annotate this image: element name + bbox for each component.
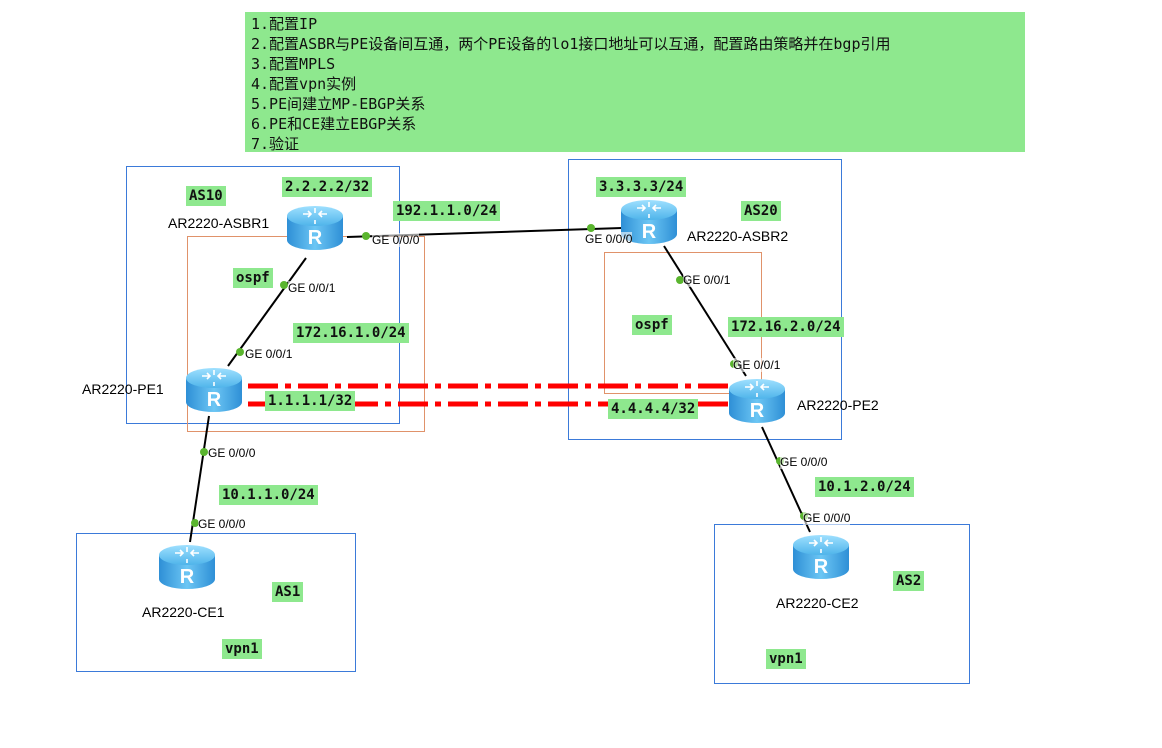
port-dot-asbr1-g000[interactable] bbox=[362, 232, 370, 240]
router-pe2-name: AR2220-PE2 bbox=[797, 397, 879, 413]
port-dot-asbr2-g000[interactable] bbox=[587, 224, 595, 232]
asbr2-loopback-label: 3.3.3.3/24 bbox=[596, 177, 687, 197]
port-dot-ce1-g000[interactable] bbox=[191, 519, 199, 527]
router-ce1-name: AR2220-CE1 bbox=[142, 604, 225, 620]
as20-area[interactable] bbox=[568, 159, 842, 440]
ce1-network-label: 10.1.1.0/24 bbox=[219, 485, 318, 505]
router-letter: R bbox=[308, 227, 323, 249]
port-label-pe2-g000: GE 0/0/0 bbox=[780, 455, 828, 469]
port-dot-asbr1-g001[interactable] bbox=[280, 281, 288, 289]
note-line-2: 2.配置ASBR与PE设备间互通，两个PE设备的lo1接口地址可以互通，配置路由… bbox=[251, 35, 891, 53]
port-dot-pe1-g001[interactable] bbox=[236, 348, 244, 356]
port-label-asbr2-g000: GE 0/0/0 bbox=[585, 232, 633, 246]
port-label-pe1-g001: GE 0/0/1 bbox=[245, 347, 293, 361]
net-right-label: 172.16.2.0/24 bbox=[728, 317, 844, 337]
router-ce2-name: AR2220-CE2 bbox=[776, 595, 859, 611]
port-dot-asbr2-g001[interactable] bbox=[676, 276, 684, 284]
note-line-4: 4.配置vpn实例 bbox=[251, 75, 357, 93]
note-line-7: 7.验证 bbox=[251, 135, 300, 153]
router-asbr2-name: AR2220-ASBR2 bbox=[687, 228, 789, 244]
vpn-left-label: vpn1 bbox=[222, 639, 262, 659]
router-ce2-icon[interactable]: R bbox=[791, 531, 851, 583]
port-label-ce2-g000: GE 0/0/0 bbox=[803, 511, 851, 525]
note-line-5: 5.PE间建立MP-EBGP关系 bbox=[251, 95, 426, 113]
router-asbr1-name: AR2220-ASBR1 bbox=[168, 215, 270, 231]
note-line-1: 1.配置IP bbox=[251, 15, 318, 33]
as20-label: AS20 bbox=[741, 201, 781, 221]
port-label-asbr1-g001: GE 0/0/1 bbox=[288, 281, 336, 295]
as1-area[interactable] bbox=[76, 533, 356, 672]
inter-as-network-label: 192.1.1.0/24 bbox=[393, 201, 501, 221]
port-label-asbr1-g000: GE 0/0/0 bbox=[372, 233, 420, 247]
router-letter: R bbox=[814, 556, 829, 578]
router-pe1-name: AR2220-PE1 bbox=[82, 381, 164, 397]
asbr1-loopback-label: 2.2.2.2/32 bbox=[282, 177, 373, 197]
port-dot-pe1-g000[interactable] bbox=[200, 448, 208, 456]
vpn-right-label: vpn1 bbox=[766, 649, 806, 669]
note-line-6: 6.PE和CE建立EBGP关系 bbox=[251, 115, 417, 133]
ce2-network-label: 10.1.2.0/24 bbox=[815, 477, 914, 497]
as1-label: AS1 bbox=[272, 582, 304, 602]
port-label-asbr2-g001: GE 0/0/1 bbox=[683, 273, 731, 287]
router-letter: R bbox=[180, 566, 195, 588]
net-left-label: 172.16.1.0/24 bbox=[293, 323, 409, 343]
router-ce1-icon[interactable]: R bbox=[157, 541, 217, 593]
router-letter: R bbox=[642, 221, 657, 243]
port-label-pe2-g001: GE 0/0/1 bbox=[733, 358, 781, 372]
pe2-loopback-label: 4.4.4.4/32 bbox=[608, 399, 699, 419]
port-label-ce1-g000: GE 0/0/0 bbox=[198, 517, 246, 531]
task-notes: 1.配置IP 2.配置ASBR与PE设备间互通，两个PE设备的lo1接口地址可以… bbox=[245, 12, 1025, 153]
as10-label: AS10 bbox=[186, 186, 226, 206]
pe1-loopback-label: 1.1.1.1/32 bbox=[265, 391, 356, 411]
port-label-pe1-g000: GE 0/0/0 bbox=[208, 446, 256, 460]
router-pe2-icon[interactable]: R bbox=[727, 375, 787, 427]
router-letter: R bbox=[750, 400, 765, 422]
link-asbr2-pe2[interactable] bbox=[663, 245, 747, 377]
ospf-left-label: ospf bbox=[233, 268, 273, 288]
router-asbr1-icon[interactable]: R bbox=[285, 202, 345, 254]
as2-label: AS2 bbox=[893, 571, 925, 591]
link-asbr1-pe1[interactable] bbox=[227, 257, 307, 367]
as10-area[interactable] bbox=[126, 166, 400, 424]
router-asbr2-icon[interactable]: R bbox=[619, 196, 679, 248]
ospf-right-label: ospf bbox=[632, 315, 672, 335]
note-line-3: 3.配置MPLS bbox=[251, 55, 336, 73]
router-letter: R bbox=[207, 389, 222, 411]
router-pe1-icon[interactable]: R bbox=[184, 364, 244, 416]
